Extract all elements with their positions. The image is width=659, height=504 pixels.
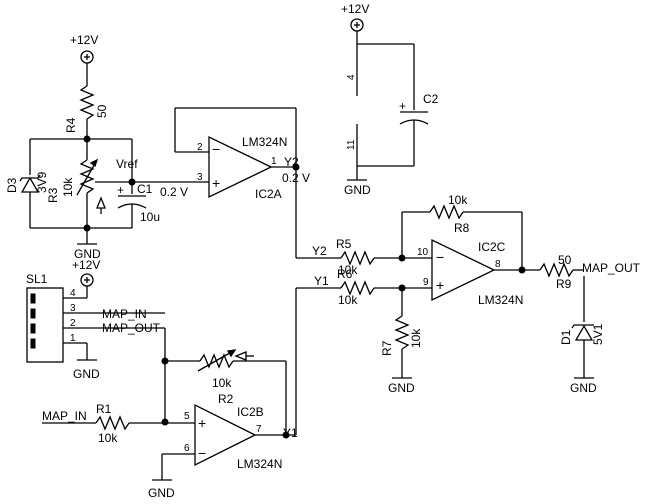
svg-text:50: 50 bbox=[558, 253, 572, 267]
svg-text:11: 11 bbox=[346, 139, 357, 150]
r1-resistor bbox=[95, 415, 130, 431]
svg-text:+: + bbox=[436, 277, 444, 293]
svg-text:R7: R7 bbox=[380, 340, 394, 356]
svg-text:10u: 10u bbox=[140, 210, 160, 224]
svg-text:GND: GND bbox=[148, 486, 175, 500]
svg-text:+: + bbox=[117, 183, 124, 197]
svg-text:GND: GND bbox=[73, 367, 100, 381]
r4-resistor bbox=[79, 85, 95, 120]
svg-text:R9: R9 bbox=[556, 277, 572, 291]
svg-text:10k: 10k bbox=[409, 328, 423, 348]
map-out-label: MAP_OUT bbox=[582, 261, 641, 275]
svg-text:9: 9 bbox=[423, 277, 429, 288]
svg-text:3V9: 3V9 bbox=[35, 171, 49, 193]
sl1-connector: SL1 4 3 2 1 MAP_IN MAP_OUT +12V GND bbox=[26, 258, 165, 381]
svg-text:GND: GND bbox=[388, 381, 415, 395]
r5-resistor bbox=[340, 250, 375, 266]
svg-text:D1: D1 bbox=[559, 329, 573, 345]
svg-text:+: + bbox=[399, 99, 406, 113]
supply-label: +12V bbox=[70, 33, 98, 47]
svg-text:D3: D3 bbox=[5, 177, 19, 193]
svg-text:R2: R2 bbox=[218, 392, 234, 406]
vref-label: Vref bbox=[116, 157, 138, 171]
svg-text:R6: R6 bbox=[337, 267, 353, 281]
svg-text:10k: 10k bbox=[338, 263, 358, 277]
svg-text:+12V: +12V bbox=[72, 258, 100, 272]
svg-text:C1: C1 bbox=[137, 182, 153, 196]
svg-text:GND: GND bbox=[344, 183, 371, 197]
svg-text:+12V: +12V bbox=[341, 2, 369, 16]
r9-resistor bbox=[539, 262, 574, 278]
svg-text:SL1: SL1 bbox=[26, 272, 48, 286]
svg-text:5V1: 5V1 bbox=[591, 323, 605, 345]
svg-text:5: 5 bbox=[184, 411, 190, 422]
svg-text:Y1: Y1 bbox=[283, 426, 298, 440]
svg-text:10k: 10k bbox=[98, 431, 118, 445]
svg-text:4: 4 bbox=[346, 74, 357, 80]
svg-text:2: 2 bbox=[197, 142, 203, 153]
svg-text:MAP_IN: MAP_IN bbox=[42, 409, 87, 423]
svg-text:IC2C: IC2C bbox=[478, 240, 506, 254]
svg-text:Y2: Y2 bbox=[312, 244, 327, 258]
svg-text:10k: 10k bbox=[338, 293, 358, 307]
svg-text:7: 7 bbox=[256, 424, 262, 435]
ic2a-opamp: − + 2 3 1 LM324N IC2A Y2 0.2 V bbox=[174, 107, 341, 259]
svg-text:GND: GND bbox=[570, 381, 597, 395]
svg-text:10k: 10k bbox=[448, 193, 468, 207]
svg-text:LM324N: LM324N bbox=[478, 293, 523, 307]
svg-text:R8: R8 bbox=[454, 221, 470, 235]
svg-text:+: + bbox=[212, 175, 220, 191]
svg-text:2: 2 bbox=[70, 318, 76, 329]
svg-text:1: 1 bbox=[271, 156, 277, 167]
svg-text:R4: R4 bbox=[64, 117, 78, 133]
svg-text:10k: 10k bbox=[61, 177, 75, 197]
svg-text:MAP_IN: MAP_IN bbox=[102, 307, 147, 321]
svg-text:−: − bbox=[212, 141, 220, 157]
vref-voltage: 0.2 V bbox=[160, 185, 188, 199]
svg-text:+: + bbox=[198, 415, 206, 431]
svg-text:IC2A: IC2A bbox=[255, 187, 282, 201]
svg-text:R1: R1 bbox=[96, 402, 112, 416]
svg-text:6: 6 bbox=[184, 443, 190, 454]
svg-text:−: − bbox=[198, 445, 206, 461]
svg-text:Y1: Y1 bbox=[314, 274, 329, 288]
svg-text:50: 50 bbox=[95, 104, 109, 118]
svg-text:IC2B: IC2B bbox=[237, 405, 264, 419]
r7-resistor bbox=[394, 315, 410, 350]
svg-text:3: 3 bbox=[197, 172, 203, 183]
ic2c-section: R5 10k Y2 10k R8 − + 10 9 8 IC2C LM324N … bbox=[296, 193, 641, 395]
svg-text:10: 10 bbox=[417, 247, 429, 258]
vref-section: +12V R4 50 D3 3V9 R3 10k bbox=[5, 33, 204, 261]
svg-text:1: 1 bbox=[70, 333, 76, 344]
svg-text:R5: R5 bbox=[336, 237, 352, 251]
d1-zener-diode bbox=[574, 324, 594, 341]
c2-supply-section: +12V 4 + C2 11 GND bbox=[341, 2, 439, 197]
svg-text:R3: R3 bbox=[46, 187, 60, 203]
svg-text:4: 4 bbox=[70, 288, 76, 299]
svg-text:10k: 10k bbox=[212, 376, 232, 390]
ic2b-section: 10k R2 MAP_IN R1 10k + − 5 6 7 IC2B LM32… bbox=[42, 288, 298, 500]
svg-text:Y2: Y2 bbox=[284, 155, 299, 169]
svg-text:LM324N: LM324N bbox=[242, 135, 287, 149]
svg-text:3: 3 bbox=[70, 303, 76, 314]
svg-text:MAP_OUT: MAP_OUT bbox=[102, 321, 161, 335]
svg-text:−: − bbox=[436, 249, 444, 265]
r6-resistor bbox=[340, 280, 375, 296]
svg-text:8: 8 bbox=[495, 259, 501, 270]
r8-resistor bbox=[429, 204, 464, 220]
svg-text:GND: GND bbox=[74, 247, 101, 261]
svg-text:C2: C2 bbox=[423, 92, 439, 106]
svg-text:LM324N: LM324N bbox=[237, 457, 282, 471]
